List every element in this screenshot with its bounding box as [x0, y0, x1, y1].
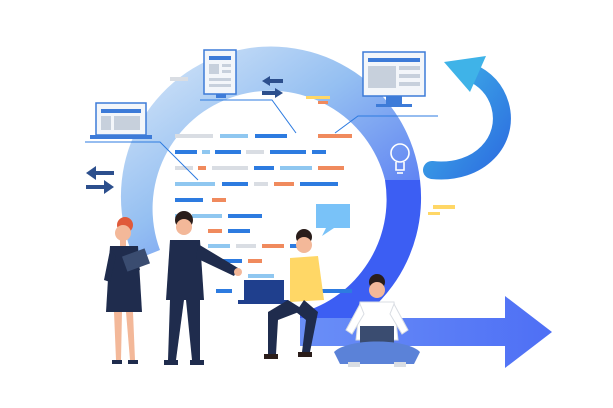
swap-arrows-icon: [86, 166, 114, 194]
monitor-icon: [362, 51, 426, 107]
laptop-icon: [90, 102, 152, 139]
connector-lines: [85, 99, 438, 181]
cycle-arrow-icon: [423, 56, 511, 180]
swap-arrows-icon: [262, 76, 283, 98]
woman-with-tablet: [104, 217, 151, 364]
lightbulb-icon: [390, 143, 410, 174]
process-arc: [120, 46, 422, 345]
man-cross-legged: [334, 274, 420, 367]
forward-arrow-icon: [300, 296, 552, 368]
document-icon: [203, 49, 237, 98]
speech-bubble-icon: [316, 204, 350, 236]
man-in-suit: [164, 211, 242, 365]
code-lines: [175, 134, 352, 293]
decorative-marks: [170, 77, 455, 215]
man-with-laptop: [238, 229, 324, 359]
